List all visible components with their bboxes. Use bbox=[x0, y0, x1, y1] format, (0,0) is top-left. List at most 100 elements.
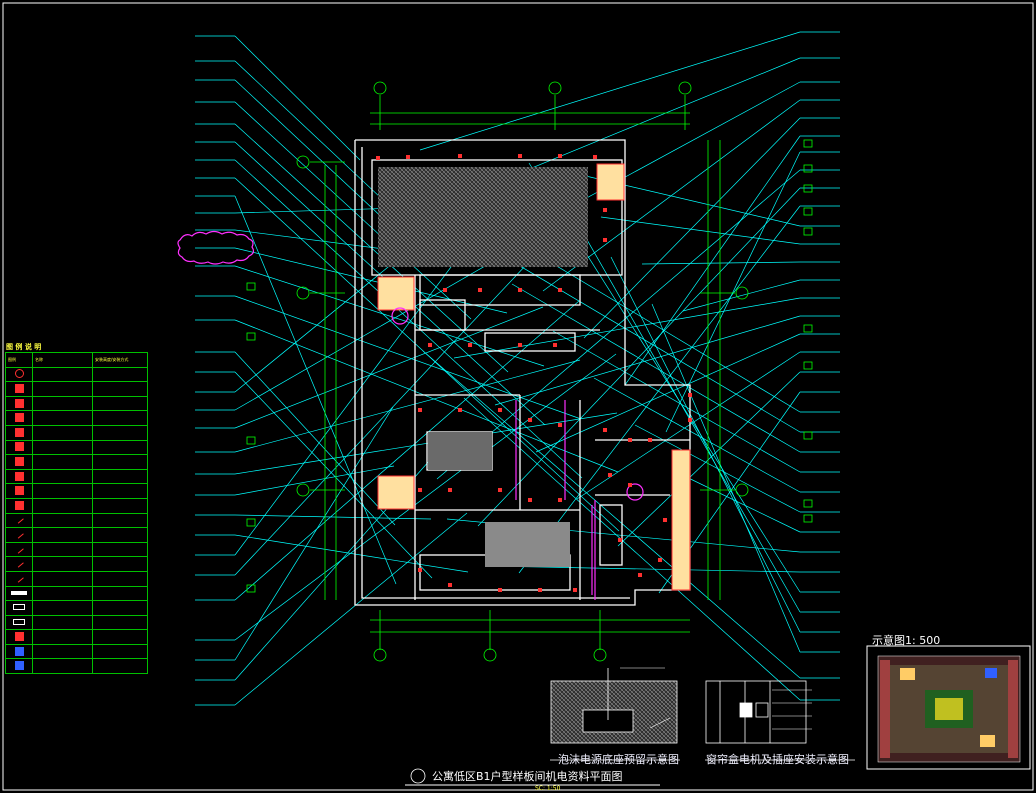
legend-symbol-icon bbox=[14, 574, 24, 583]
leader-line bbox=[665, 151, 801, 433]
legend-row bbox=[5, 541, 148, 558]
legend-row bbox=[5, 410, 148, 426]
device-marker bbox=[558, 498, 562, 502]
legend-symbol-cell bbox=[5, 570, 33, 587]
device-marker bbox=[478, 288, 482, 292]
leader-line bbox=[535, 333, 801, 453]
device-marker bbox=[663, 518, 667, 522]
legend-name-cell bbox=[32, 643, 93, 660]
legend-row bbox=[5, 570, 148, 587]
legend-symbol-cell bbox=[5, 395, 33, 412]
legend-note-cell bbox=[92, 643, 148, 660]
legend-title: 图 例 说 明 bbox=[6, 343, 42, 351]
legend-header-symbol: 图例 bbox=[5, 352, 33, 368]
legend-header-name: 名称 bbox=[32, 352, 93, 368]
device-marker bbox=[618, 538, 622, 542]
legend-row bbox=[5, 585, 148, 602]
legend-symbol-cell bbox=[5, 614, 33, 631]
device-marker bbox=[628, 483, 632, 487]
device-marker bbox=[518, 154, 522, 158]
leader-line bbox=[675, 471, 801, 533]
device-marker bbox=[498, 588, 502, 592]
device-marker bbox=[498, 408, 502, 412]
device-marker bbox=[528, 498, 532, 502]
revision-cloud bbox=[177, 230, 644, 600]
legend-symbol-icon bbox=[14, 369, 24, 379]
leader-line bbox=[576, 351, 801, 500]
dimension-lines bbox=[310, 95, 735, 650]
legend-row bbox=[5, 556, 148, 572]
device-marker bbox=[448, 488, 452, 492]
leader-line bbox=[511, 283, 801, 453]
legend-name-cell bbox=[32, 600, 93, 616]
leader-line bbox=[593, 377, 801, 493]
legend-name-cell bbox=[32, 424, 93, 441]
legend-name-cell bbox=[32, 556, 93, 572]
device-marker bbox=[558, 288, 562, 292]
legend-row bbox=[5, 600, 148, 616]
legend-symbol-cell bbox=[5, 658, 33, 675]
device-marker bbox=[418, 568, 422, 572]
detail-foam-caption: 泡沫电源底座预留示意图 bbox=[558, 753, 679, 766]
leader-line bbox=[234, 514, 432, 520]
leader-lines-right bbox=[419, 31, 840, 701]
device-marker bbox=[418, 408, 422, 412]
device-marker bbox=[498, 488, 502, 492]
legend-row bbox=[5, 424, 148, 441]
legend-name-cell bbox=[32, 497, 93, 514]
leader-line bbox=[477, 187, 801, 527]
legend-row bbox=[5, 614, 148, 631]
legend-symbol-icon bbox=[13, 618, 25, 625]
legend-symbol-cell bbox=[5, 512, 33, 529]
legend-note-cell bbox=[92, 658, 148, 675]
legend-name-cell bbox=[32, 541, 93, 558]
leader-line bbox=[234, 265, 545, 367]
legend-row bbox=[5, 512, 148, 529]
device-marker bbox=[608, 473, 612, 477]
legend-symbol-cell bbox=[5, 629, 33, 645]
legend-name-cell bbox=[32, 410, 93, 426]
axis-tags bbox=[296, 81, 749, 662]
legend-name-cell bbox=[32, 585, 93, 602]
legend-note-cell bbox=[92, 468, 148, 485]
legend-name-cell bbox=[32, 381, 93, 397]
legend-symbol-icon bbox=[14, 544, 24, 554]
leader-line bbox=[234, 534, 469, 573]
device-marker bbox=[418, 488, 422, 492]
leader-line bbox=[453, 297, 801, 359]
legend-symbol-cell bbox=[5, 454, 33, 470]
leader-line bbox=[617, 371, 801, 547]
leader-line bbox=[234, 319, 619, 473]
device-marker bbox=[603, 208, 607, 212]
leader-line bbox=[494, 315, 801, 406]
leader-line bbox=[234, 371, 433, 579]
leader-line bbox=[422, 350, 801, 679]
legend-header-install: 安装高度/安装方式 bbox=[92, 352, 148, 368]
legend-note-cell bbox=[92, 527, 148, 543]
leader-line bbox=[518, 205, 801, 574]
bed-block bbox=[428, 432, 492, 470]
device-marker bbox=[428, 343, 432, 347]
device-marker bbox=[558, 423, 562, 427]
legend-name-cell bbox=[32, 395, 93, 412]
leader-line bbox=[234, 412, 618, 475]
legend-name-cell bbox=[32, 468, 93, 485]
legend-symbol-cell bbox=[5, 424, 33, 441]
device-marker bbox=[448, 583, 452, 587]
legend-symbol-cell bbox=[5, 366, 33, 383]
legend-row bbox=[5, 629, 148, 645]
legend-symbol-icon bbox=[14, 398, 24, 408]
device-marker bbox=[406, 155, 410, 159]
equipment-blocks bbox=[377, 163, 691, 591]
legend-name-cell bbox=[32, 366, 93, 383]
leader-line bbox=[234, 195, 397, 585]
legend-note-cell bbox=[92, 556, 148, 572]
legend-note-cell bbox=[92, 381, 148, 397]
legend-name-cell bbox=[32, 527, 93, 543]
legend-name-cell bbox=[32, 454, 93, 470]
legend-name-cell bbox=[32, 629, 93, 645]
device-marker bbox=[528, 418, 532, 422]
legend-symbol-icon bbox=[14, 413, 24, 423]
legend-row bbox=[5, 643, 148, 660]
